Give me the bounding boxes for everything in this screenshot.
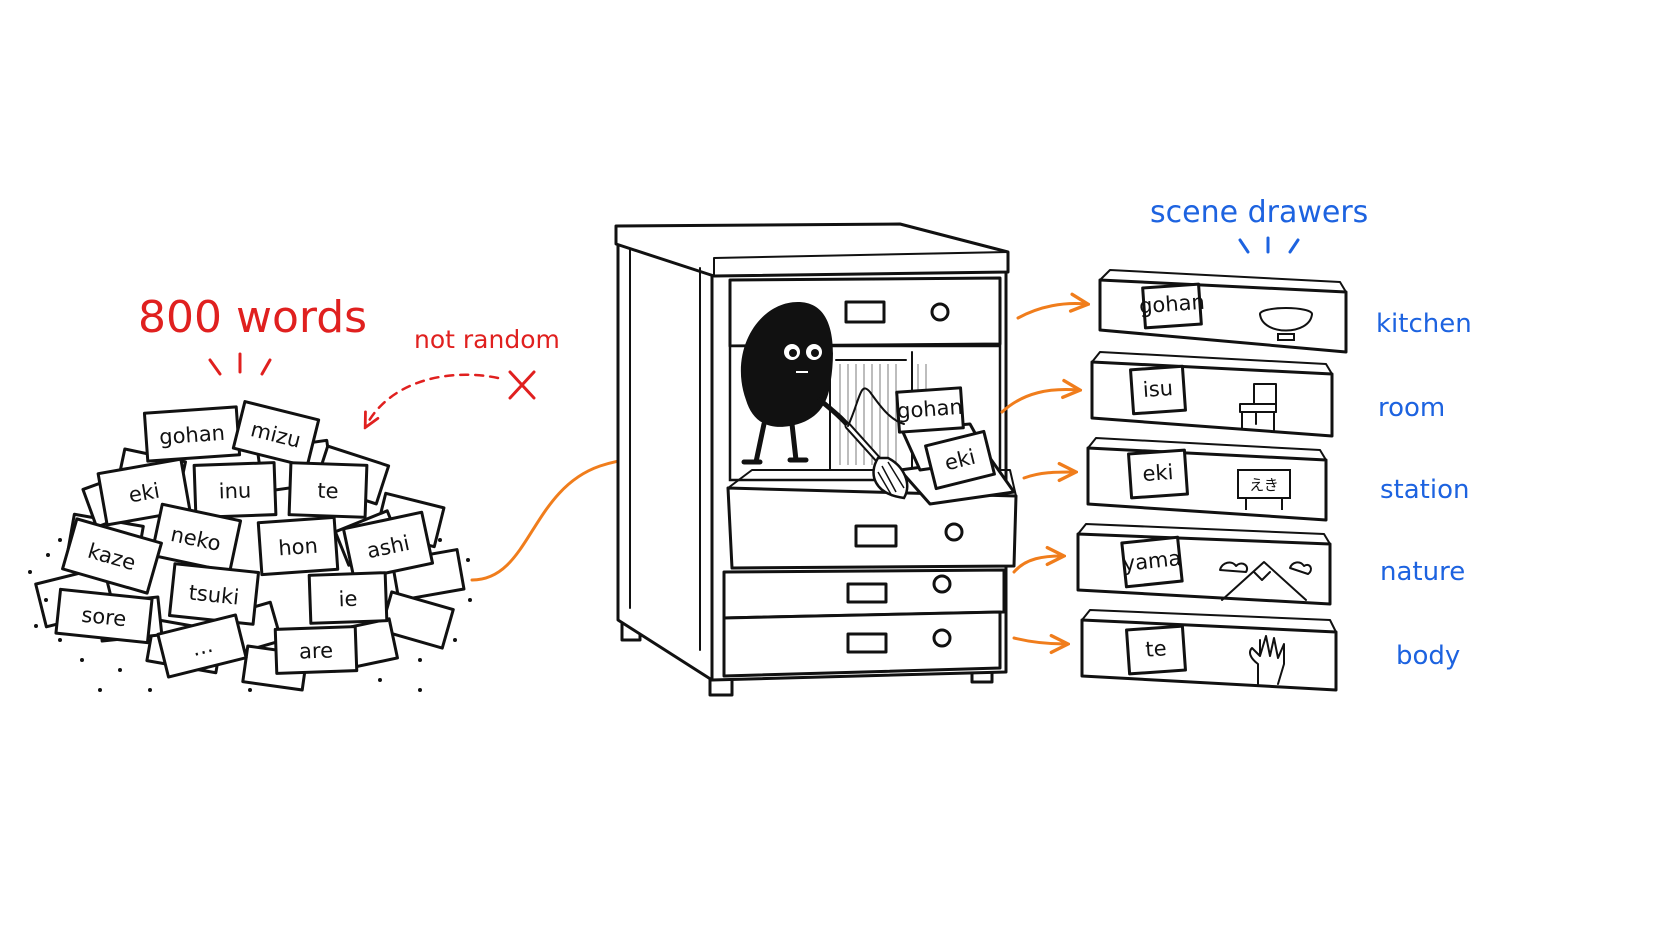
scene-drawer-kitchen: gohan <box>1100 270 1346 352</box>
svg-text:gohan: gohan <box>1138 290 1205 319</box>
drawer-handle <box>848 584 886 602</box>
scene-word-card: eki <box>1129 450 1188 498</box>
scene-word-card: isu <box>1131 366 1186 414</box>
scene-name-room: room <box>1378 393 1445 423</box>
cabinet-to-body-arrow <box>1014 638 1066 644</box>
not-random-dashed-arrow <box>366 375 498 426</box>
scene-drawers-emphasis-marks <box>1240 238 1298 252</box>
drawer-handle <box>856 526 896 546</box>
pile-word-card: mizu <box>233 402 318 467</box>
scene-word-card: gohan <box>1138 284 1206 328</box>
drawer-knob <box>934 576 950 592</box>
scene-name-body: body <box>1396 641 1460 671</box>
scene-name-station: station <box>1380 475 1469 505</box>
scene-drawer-room: isu <box>1092 352 1332 436</box>
pile-word-card: te <box>289 463 367 518</box>
svg-text:te: te <box>317 479 339 504</box>
pile-word-card: gohan <box>144 407 239 461</box>
scene-drawer-station: eki えき <box>1088 438 1326 520</box>
scene-drawer-nature: yama <box>1078 524 1330 604</box>
svg-text:えき: えき <box>1249 476 1279 494</box>
cabinet-to-room-arrow <box>1002 390 1078 412</box>
not-random-label: not random <box>414 325 560 354</box>
cabinet-word-card: gohan <box>896 388 964 432</box>
drawer-cabinet: gohan eki <box>616 224 1016 695</box>
scene-word-card: yama <box>1121 537 1184 587</box>
pile-word-card: tsuki <box>170 564 259 624</box>
pile-word-card: ie <box>309 573 387 624</box>
scene-name-nature: nature <box>1380 557 1465 587</box>
pile-word-card: sore <box>56 589 152 642</box>
svg-text:gohan: gohan <box>158 421 225 450</box>
drawer-handle <box>846 302 884 322</box>
cabinet-to-station-arrow <box>1024 472 1074 478</box>
word-count-label: 800 words <box>138 292 367 343</box>
drawer-knob <box>932 304 948 320</box>
pile-word-card: are <box>275 627 356 674</box>
svg-text:isu: isu <box>1142 376 1174 402</box>
svg-text:eki: eki <box>1142 460 1175 486</box>
cross-mark-icon <box>510 372 534 398</box>
scene-drawer-body: te <box>1082 610 1336 690</box>
scene-drawers-label: scene drawers <box>1150 195 1368 230</box>
word-pile: gohan mizu eki inu te neko hon ashi <box>28 402 472 692</box>
drawer-handle <box>848 634 886 652</box>
svg-text:inu: inu <box>218 478 251 503</box>
svg-text:te: te <box>1145 636 1168 661</box>
word-count-emphasis-marks <box>210 354 270 374</box>
drawer-knob <box>934 630 950 646</box>
svg-text:are: are <box>299 638 334 663</box>
drawer-knob <box>946 524 962 540</box>
scene-name-kitchen: kitchen <box>1376 309 1472 339</box>
cabinet-to-nature-arrow <box>1014 556 1062 572</box>
cabinet-to-kitchen-arrow <box>1018 304 1086 318</box>
pile-word-card: hon <box>258 517 337 574</box>
svg-text:ie: ie <box>338 587 358 612</box>
svg-text:hon: hon <box>278 534 319 561</box>
pile-word-card: inu <box>194 463 276 518</box>
svg-text:sore: sore <box>80 603 127 632</box>
scene-word-card: te <box>1127 626 1186 674</box>
svg-text:gohan: gohan <box>896 395 963 424</box>
